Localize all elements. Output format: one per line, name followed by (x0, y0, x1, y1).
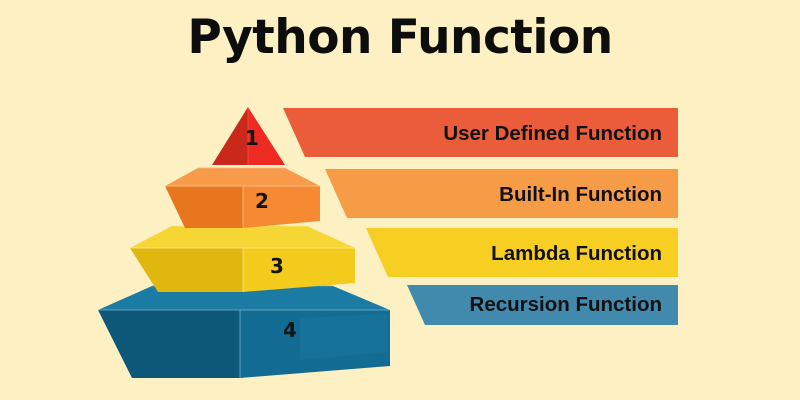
tier-4-right-face (240, 310, 390, 378)
tier-1-right-face (248, 107, 285, 165)
tier-number-4: 4 (283, 318, 297, 342)
pyramid-tier-3-lambda[interactable] (130, 225, 355, 292)
tier-number-2: 2 (255, 189, 269, 213)
tier-4-left-face (98, 310, 240, 378)
tier-2-right-face (243, 186, 320, 228)
tier-3-left-face (130, 248, 243, 292)
bar-label-user-defined-function: User Defined Function (443, 122, 662, 145)
tier-number-1: 1 (245, 126, 259, 150)
pyramid-tier-1-user-defined[interactable] (212, 107, 285, 165)
bar-group-user-defined[interactable] (283, 108, 678, 157)
bar-built-in-function[interactable] (325, 169, 678, 218)
tier-1-left-face (212, 107, 248, 165)
pyramid-tier-4-recursion[interactable] (98, 285, 390, 378)
bar-label-recursion-function: Recursion Function (469, 293, 662, 316)
pyramid-tier-2-built-in[interactable] (165, 167, 320, 228)
bar-label-lambda-function: Lambda Function (491, 242, 662, 265)
bar-recursion-function[interactable] (407, 285, 678, 325)
tier-2-top-face (165, 168, 320, 186)
bar-label-built-in-function: Built-In Function (499, 183, 662, 206)
tier-4-highlight (300, 314, 388, 360)
bar-group-built-in[interactable] (325, 169, 678, 218)
tier-number-3: 3 (270, 254, 284, 278)
tier-2-left-face (165, 186, 243, 228)
bar-user-defined-function[interactable] (283, 108, 678, 157)
tier-3-top-face (130, 226, 355, 248)
bar-lambda-function[interactable] (366, 228, 678, 277)
bar-group-recursion[interactable] (407, 285, 678, 325)
page-title: Python Function (187, 10, 613, 65)
tier-3-right-face (243, 248, 355, 292)
bar-group-lambda[interactable] (366, 228, 678, 277)
